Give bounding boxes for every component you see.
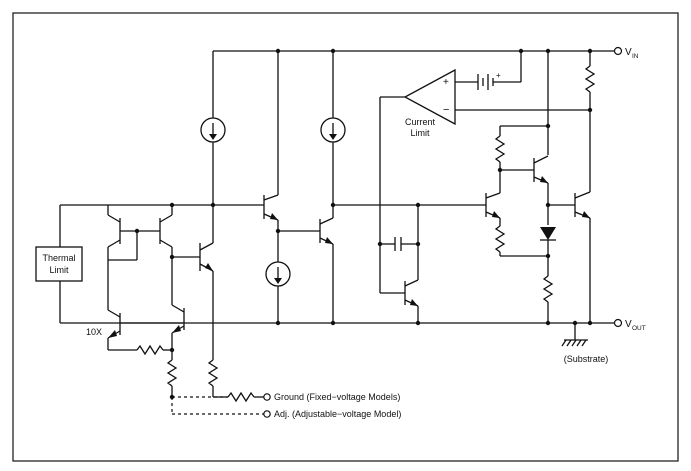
npn-transistor-q7 — [404, 205, 419, 323]
thermal-limit-label-2: Limit — [49, 265, 69, 275]
ground-terminal — [263, 393, 271, 401]
thermal-limit-block — [35, 204, 108, 323]
zener-diode — [540, 227, 556, 241]
current-limit-label-1: Current — [405, 117, 436, 127]
resistor-r8 — [584, 65, 596, 93]
diagram-frame — [12, 12, 679, 462]
pnp-transistor-q2 — [159, 205, 173, 305]
resistor-r1 — [136, 344, 164, 356]
opamp-minus-sign: − — [443, 104, 449, 116]
vout-sub-label: OUT — [632, 325, 646, 332]
vin-sub-label: IN — [632, 53, 639, 60]
resistor-r3 — [207, 359, 219, 387]
ground-label: Ground (Fixed−voltage Models) — [274, 392, 400, 402]
current-source-i1 — [200, 117, 226, 143]
npn-transistor-q9 — [533, 155, 549, 225]
npn-transistor-q3 — [172, 205, 214, 360]
npn-transistor-10x — [107, 309, 121, 350]
npn-transistor-q4 — [171, 304, 185, 350]
npn-transistor-q6 — [319, 205, 334, 323]
compensation-capacitor — [394, 237, 402, 251]
substrate-ground-symbol — [561, 339, 588, 347]
current-source-i3 — [265, 261, 291, 287]
vin-rail — [213, 46, 623, 56]
vin-label: V — [625, 47, 632, 58]
reference-battery — [477, 74, 494, 90]
npn-transistor-q10 — [574, 191, 591, 323]
battery-plus-sign: + — [496, 71, 501, 80]
substrate-label: (Substrate) — [564, 354, 609, 364]
thermal-limit-label-1: Thermal — [42, 253, 75, 263]
current-limit-label-2: Limit — [410, 128, 430, 138]
resistor-r2 — [166, 359, 178, 387]
resistor-r5 — [494, 135, 506, 163]
resistor-r4 — [227, 391, 255, 403]
npn-transistor-q5 — [263, 194, 279, 231]
resistor-r6 — [494, 225, 506, 253]
current-limit-opamp — [403, 68, 456, 126]
adj-label: Adj. (Adjustable−voltage Model) — [274, 409, 401, 419]
opamp-plus-sign: + — [443, 77, 449, 88]
adj-terminal — [263, 410, 271, 418]
vout-label: V — [625, 319, 632, 330]
resistor-r7 — [542, 275, 554, 303]
pnp-transistor-q1 — [107, 205, 121, 310]
npn-transistor-q8 — [485, 192, 501, 226]
current-source-i2 — [320, 117, 346, 143]
ten-x-label: 10X — [86, 327, 102, 337]
